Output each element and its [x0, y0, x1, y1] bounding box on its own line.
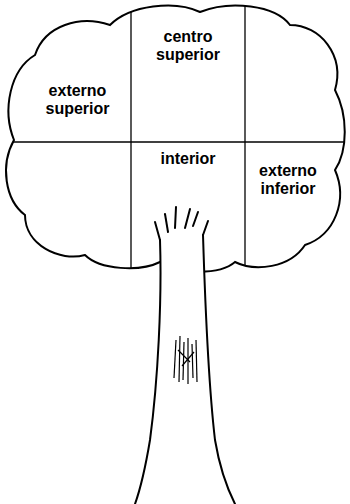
crown-outline — [6, 6, 345, 272]
bark-hatching — [174, 336, 197, 384]
region-label: externo superior — [30, 82, 125, 119]
trunk — [135, 207, 235, 504]
region-label: centro superior — [136, 28, 240, 65]
region-label: interior — [136, 150, 240, 168]
trunk-fill — [135, 235, 235, 504]
region-label: externo inferior — [248, 162, 328, 199]
